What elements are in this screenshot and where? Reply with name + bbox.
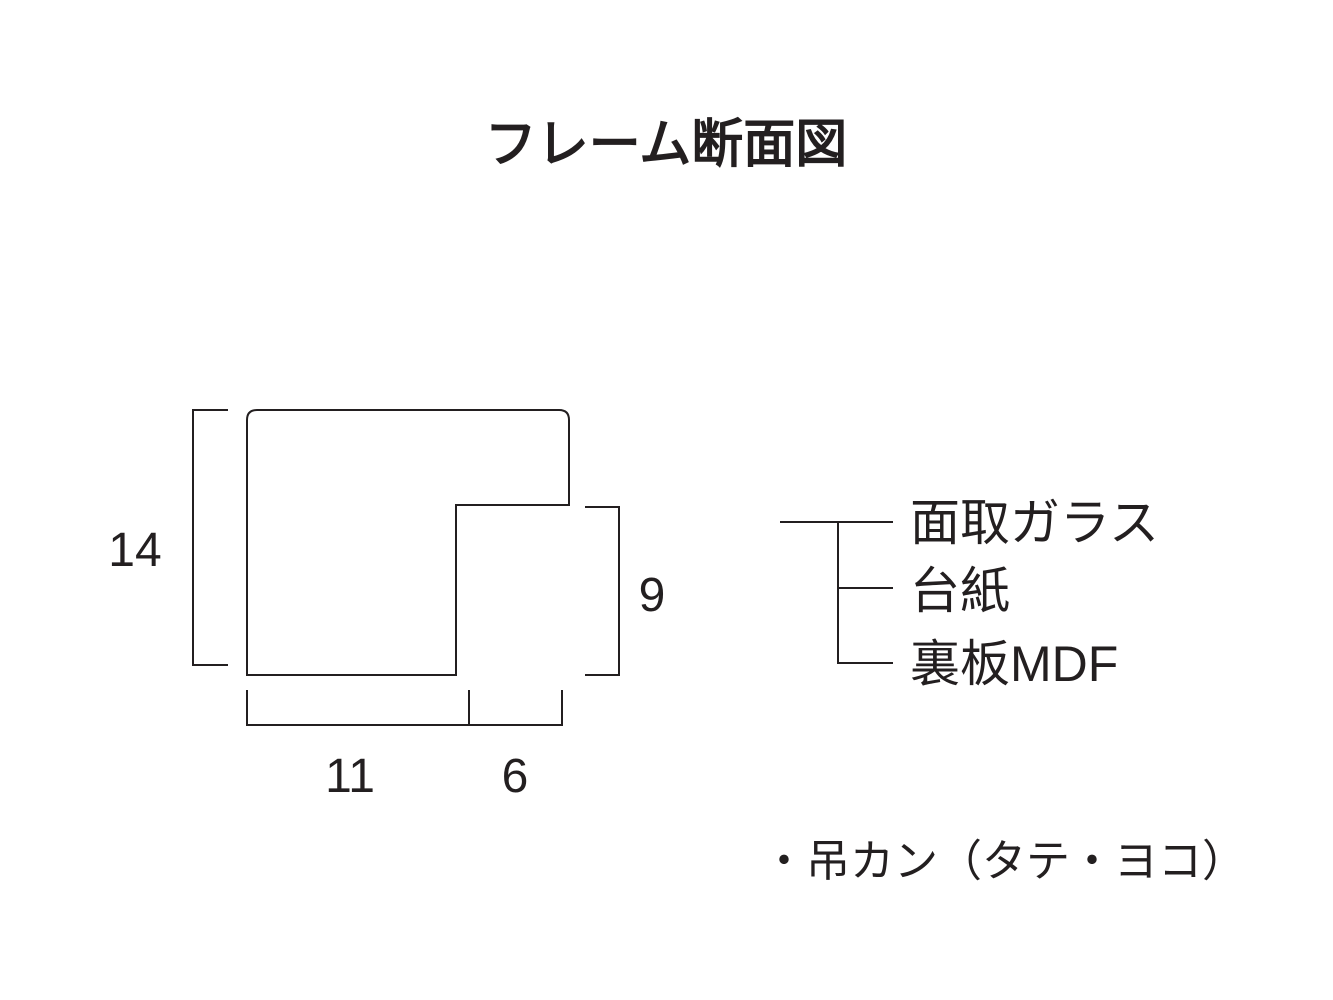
dimension-label-9: 9 bbox=[639, 569, 666, 622]
frame-profile bbox=[246, 409, 570, 676]
dimension-height-inner: 9 bbox=[585, 506, 666, 676]
component-legend: 面取ガラス 台紙 裏板MDF bbox=[780, 495, 1159, 692]
dimension-height-total: 14 bbox=[108, 409, 228, 666]
component-label-glass: 面取ガラス bbox=[910, 495, 1159, 551]
component-label-mat: 台紙 bbox=[910, 563, 1010, 619]
component-label-backboard: 裏板MDF bbox=[910, 636, 1118, 692]
dimension-label-14: 14 bbox=[108, 524, 161, 577]
hanger-note: ・吊カン（タテ・ヨコ） bbox=[762, 837, 1246, 886]
dimension-label-11: 11 bbox=[325, 750, 375, 803]
diagram-title: フレーム断面図 bbox=[485, 116, 847, 174]
dimension-width: 11 6 bbox=[246, 690, 563, 803]
dimension-label-6: 6 bbox=[502, 750, 529, 803]
